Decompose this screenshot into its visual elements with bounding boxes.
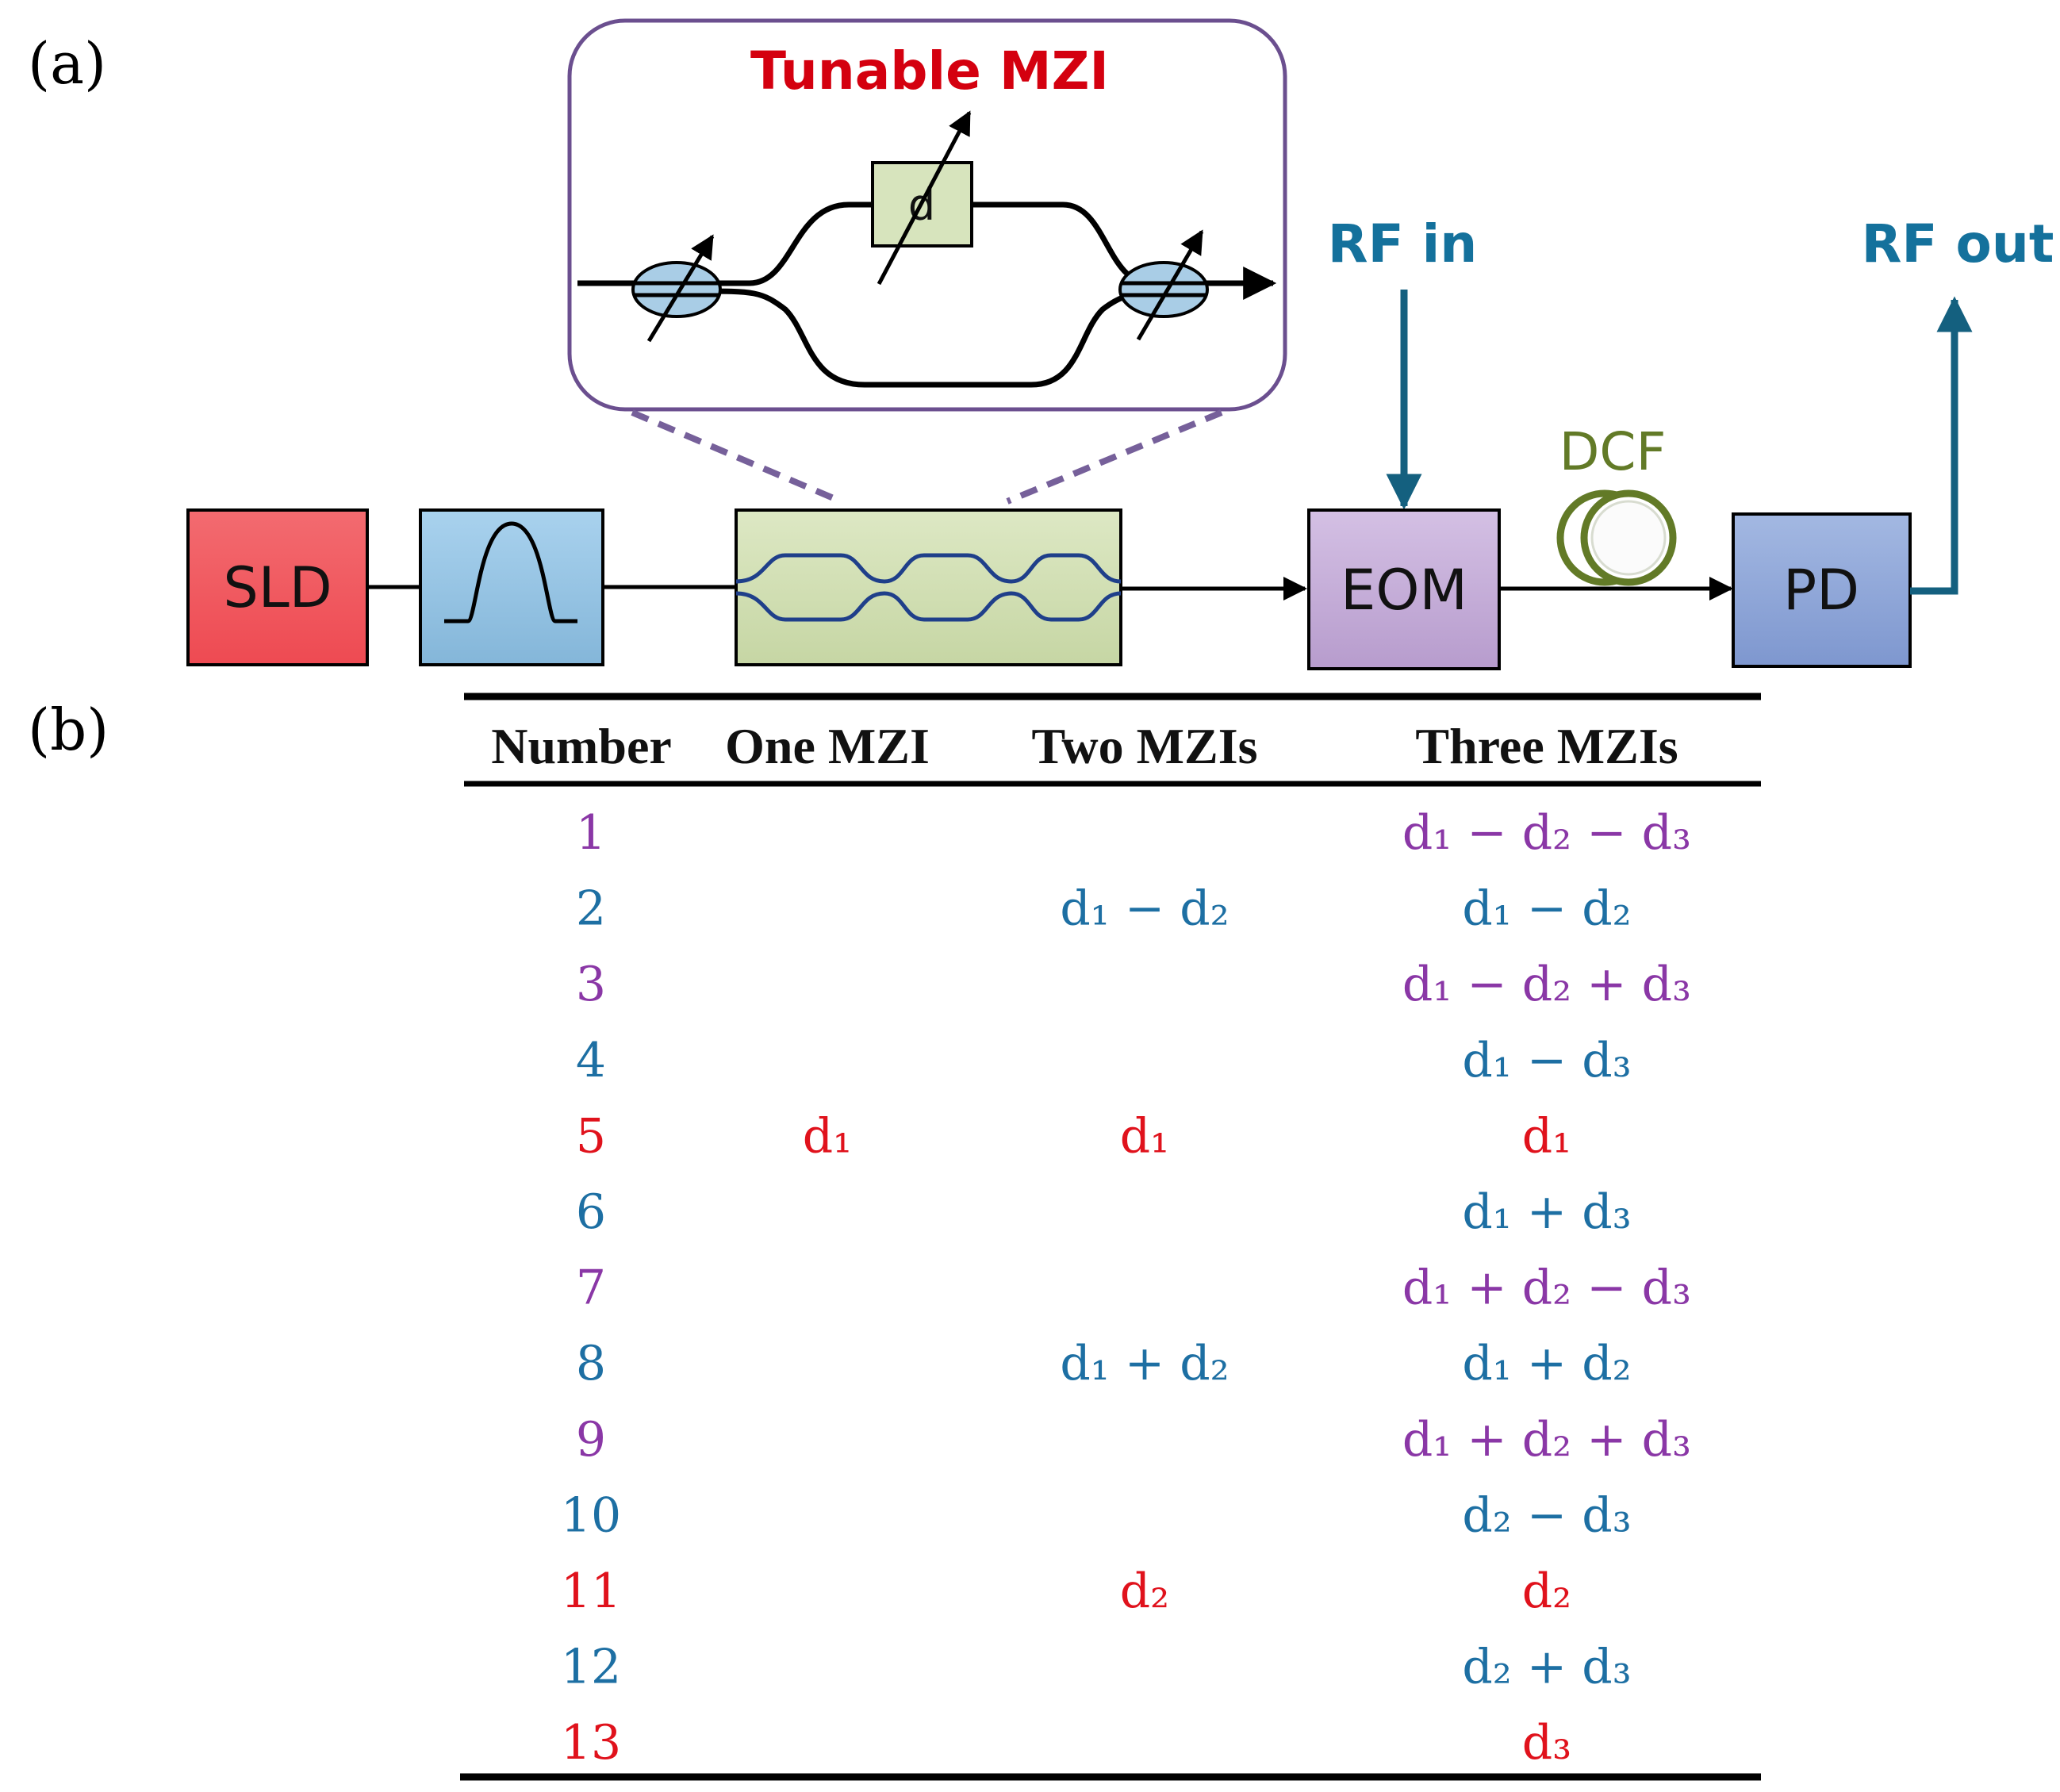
bandpass-filter-icon: [444, 521, 577, 624]
table-cell-two: d₁ − d₂: [1060, 881, 1229, 937]
tunable-mzi-title: Tunable MZI: [750, 40, 1109, 102]
table-cell-number: 12: [561, 1640, 621, 1695]
table-cell-number: 4: [576, 1033, 606, 1088]
rf-in-label: RF in: [1328, 213, 1478, 274]
table-cell-number: 11: [561, 1564, 621, 1619]
table-row: 5 d₁ d₁ d₁: [576, 1108, 1571, 1164]
table-row: 9 d₁ + d₂ + d₃: [576, 1412, 1691, 1468]
table-cell-three: d₁ − d₂: [1462, 881, 1631, 937]
mzi-waveguide-upper: [735, 553, 1122, 584]
tuning-arrow-icon: [646, 234, 715, 343]
mzi-lower-arm: [697, 288, 1191, 388]
table-row: 13 d₃: [561, 1715, 1571, 1771]
dcf-coil-icon: [1556, 489, 1677, 586]
table-row: 11 d₂ d₂: [561, 1564, 1571, 1619]
table-cell-three: d₃: [1522, 1715, 1571, 1771]
delay-combination-table: Number One MZI Two MZIs Three MZIs 1 d₁ −…: [460, 693, 1761, 1781]
left-tunable-coupler: [631, 234, 722, 343]
cascaded-mzi-block: [735, 508, 1122, 666]
table-cell-three: d₁ + d₂ − d₃: [1402, 1261, 1691, 1316]
table-row: 2 d₁ − d₂ d₁ − d₂: [576, 881, 1632, 937]
table-cell-number: 1: [576, 805, 606, 861]
table-cell-number: 13: [561, 1715, 621, 1771]
table-row: 1 d₁ − d₂ − d₃: [576, 805, 1691, 861]
table-cell-three: d₂ + d₃: [1462, 1640, 1631, 1695]
table-row: 6 d₁ + d₃: [576, 1184, 1632, 1240]
table-cell-three: d₂ − d₃: [1462, 1487, 1631, 1543]
pd-block: PD: [1732, 512, 1912, 668]
rf-out-arrow: [1910, 296, 1973, 595]
tuning-arrow-icon: [877, 110, 972, 286]
table-cell-two: d₁ + d₂: [1060, 1336, 1229, 1391]
table-cell-three: d₁ + d₂: [1462, 1336, 1631, 1391]
table-row: 3 d₁ − d₂ + d₃: [576, 957, 1691, 1012]
table-cell-three: d₁: [1522, 1108, 1571, 1164]
table-cell-number: 6: [576, 1184, 606, 1240]
header-number: Number: [491, 718, 672, 774]
dcf-label: DCF: [1559, 421, 1667, 482]
table-row: 12 d₂ + d₃: [561, 1640, 1632, 1695]
table-cell-number: 9: [576, 1412, 606, 1468]
table-cell-two: d₂: [1120, 1564, 1169, 1619]
table-row: 10 d₂ − d₃: [561, 1487, 1632, 1543]
table-row: 8 d₁ + d₂ d₁ + d₂: [576, 1336, 1632, 1391]
header-two-mzis: Two MZIs: [1031, 718, 1257, 774]
table-header: Number One MZI Two MZIs Three MZIs: [491, 718, 1678, 774]
rf-out-label: RF out: [1862, 213, 2054, 274]
table-cell-number: 7: [576, 1261, 606, 1316]
table-cell-number: 5: [576, 1108, 606, 1164]
zoom-line-left: [631, 409, 842, 505]
table-cell-three: d₁ − d₂ + d₃: [1402, 957, 1691, 1012]
eom-block: EOM: [1307, 508, 1501, 670]
table-cell-three: d₁ + d₃: [1462, 1184, 1631, 1240]
table-cell-three: d₂: [1522, 1564, 1571, 1619]
table-row: 4 d₁ − d₃: [576, 1033, 1632, 1088]
table-cell-two: d₁: [1120, 1108, 1169, 1164]
table-row: 7 d₁ + d₂ − d₃: [576, 1261, 1691, 1316]
pd-label: PD: [1783, 558, 1859, 623]
table-cell-number: 2: [576, 881, 606, 937]
mzi-waveguide-lower: [735, 591, 1122, 622]
eom-label: EOM: [1341, 558, 1467, 623]
table-cell-three: d₁ − d₃: [1462, 1033, 1631, 1088]
header-one-mzi: One MZI: [725, 718, 930, 774]
table-body: 1 d₁ − d₂ − d₃ 2 d₁ − d₂ d₁ − d₂ 3 d₁ − d₂ + d…: [561, 805, 1691, 1771]
table-cell-number: 8: [576, 1336, 606, 1391]
tuning-arrow-icon: [1136, 229, 1204, 341]
panel-a-label: (a): [28, 30, 106, 97]
sld-block: SLD: [186, 508, 369, 666]
tunable-delay-d: d: [871, 110, 973, 286]
table-cell-three: d₁ + d₂ + d₃: [1402, 1412, 1691, 1468]
sld-label: SLD: [223, 555, 332, 620]
table-cell-one: d₁: [803, 1108, 852, 1164]
tunable-mzi-inset: Tunable MZI d: [567, 18, 1287, 412]
table-cell-number: 3: [576, 957, 606, 1012]
optical-filter-block: [419, 508, 604, 666]
table-cell-number: 10: [561, 1487, 621, 1543]
header-three-mzis: Three MZIs: [1415, 718, 1678, 774]
panel-b-label: (b): [28, 696, 109, 763]
table-cell-three: d₁ − d₂ − d₃: [1402, 805, 1691, 861]
zoom-line-right: [1006, 409, 1223, 505]
right-tunable-coupler: [1118, 229, 1209, 341]
